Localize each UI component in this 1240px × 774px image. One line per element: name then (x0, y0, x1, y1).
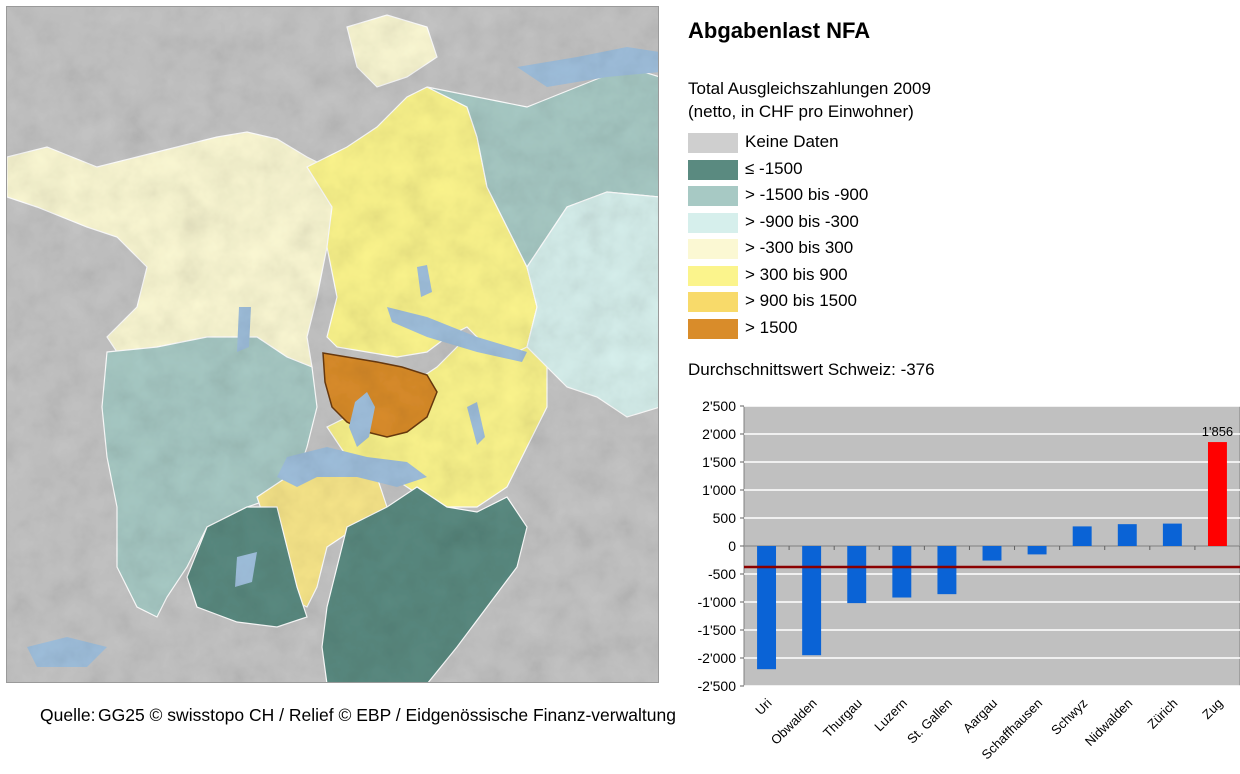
legend-label: > -300 bis 300 (745, 238, 854, 257)
legend-swatch (688, 159, 738, 180)
legend-item: ≤ -1500 (688, 157, 1228, 184)
lake-walensee (467, 402, 485, 445)
legend-swatch (688, 186, 738, 206)
lake-brienz (235, 552, 257, 587)
legend-item: > -1500 bis -900 (688, 183, 1228, 210)
legend-swatch (688, 265, 738, 286)
bar (937, 546, 957, 595)
y-tick-label: -500 (708, 566, 736, 582)
map-panel[interactable] (6, 6, 659, 683)
region-schaffhausen[interactable] (346, 14, 438, 88)
y-tick-label: 500 (713, 510, 737, 526)
legend-swatch (688, 292, 738, 312)
lake-vierwaldstaetter (277, 447, 427, 487)
bar (847, 546, 867, 604)
region-nordwest[interactable] (7, 131, 338, 368)
bar (1072, 526, 1092, 546)
y-tick-label: 1'000 (702, 482, 736, 498)
legend-label: > -1500 bis -900 (745, 185, 869, 204)
panel-title: Abgabenlast NFA (688, 18, 871, 43)
y-tick-label: -1'000 (698, 594, 737, 610)
bar (892, 546, 912, 598)
y-tick-label: 2'000 (702, 426, 736, 442)
lake-zuerich (387, 307, 527, 362)
legend-item: > -300 bis 300 (688, 236, 1228, 263)
legend-swatch (688, 318, 738, 339)
x-tick-label: Luzern (871, 696, 910, 735)
source-text: GG25 © swisstopo CH / Relief © EBP / Eid… (98, 705, 676, 725)
legend-item: Keine Daten (688, 130, 1228, 157)
average-note: Durchschnittswert Schweiz: -376 (688, 360, 935, 379)
x-tick-label: St. Gallen (904, 696, 955, 747)
x-tick-label: Aargau (960, 696, 1000, 736)
legend-swatch (688, 239, 738, 259)
legend: Keine Daten ≤ -1500 > -1500 bis -900 > -900… (688, 130, 1228, 342)
y-tick-label: 1'500 (702, 454, 736, 470)
source-label: Quelle: (40, 705, 96, 725)
x-tick-label: Nidwalden (1082, 696, 1136, 750)
bar (757, 546, 777, 670)
legend-label: > 1500 (745, 317, 798, 337)
legend-label: > -900 bis -300 (745, 211, 859, 231)
lake-sempach (237, 307, 251, 352)
legend-label: > 900 bis 1500 (745, 291, 858, 310)
lake-zug (349, 392, 375, 447)
x-tick-label: Schwyz (1048, 696, 1090, 738)
legend-swatch (688, 133, 738, 153)
bar-chart: 2'500 2'000 1'500 1'000 500 0 -500 -1'000 -1'500… (698, 398, 1240, 762)
lake-neuchatel (27, 637, 107, 667)
panel-subtitle: Total Ausgleichszahlungen 2009 (netto, i… (688, 79, 931, 121)
canton-map[interactable] (7, 7, 659, 683)
bar (1027, 546, 1047, 555)
x-tick-label: Thurgau (820, 696, 865, 741)
lake-greifensee (417, 265, 432, 297)
x-tick-label: Zug (1199, 696, 1225, 722)
bar-data-label: 1'856 (1202, 424, 1233, 439)
y-tick-label: 0 (728, 538, 736, 554)
bar (1117, 524, 1137, 546)
y-tick-label: 2'500 (702, 398, 736, 414)
x-tick-label: Obwalden (768, 696, 820, 748)
bar (1162, 523, 1182, 546)
y-tick-label: -2'500 (698, 678, 737, 694)
legend-label: ≤ -1500 (745, 158, 803, 178)
y-tick-label: -1'500 (698, 622, 737, 638)
region-ostschweiz[interactable] (526, 191, 659, 418)
legend-label: Keine Daten (745, 132, 839, 151)
region-zug[interactable] (322, 352, 438, 438)
bar (802, 546, 822, 656)
x-tick-label: Uri (752, 695, 774, 717)
legend-item: > 1500 (688, 316, 1228, 343)
x-tick-label: Zürich (1144, 696, 1180, 732)
y-tick-label: -2'000 (698, 650, 737, 666)
bar (982, 546, 1002, 561)
bar (1207, 442, 1227, 546)
lake-bodensee (517, 47, 658, 87)
legend-label: > 300 bis 900 (745, 264, 848, 284)
legend-item: > 900 bis 1500 (688, 289, 1228, 316)
legend-item: > 300 bis 900 (688, 263, 1228, 290)
legend-item: > -900 bis -300 (688, 210, 1228, 237)
region-uri[interactable] (321, 486, 528, 683)
legend-swatch (688, 212, 738, 233)
